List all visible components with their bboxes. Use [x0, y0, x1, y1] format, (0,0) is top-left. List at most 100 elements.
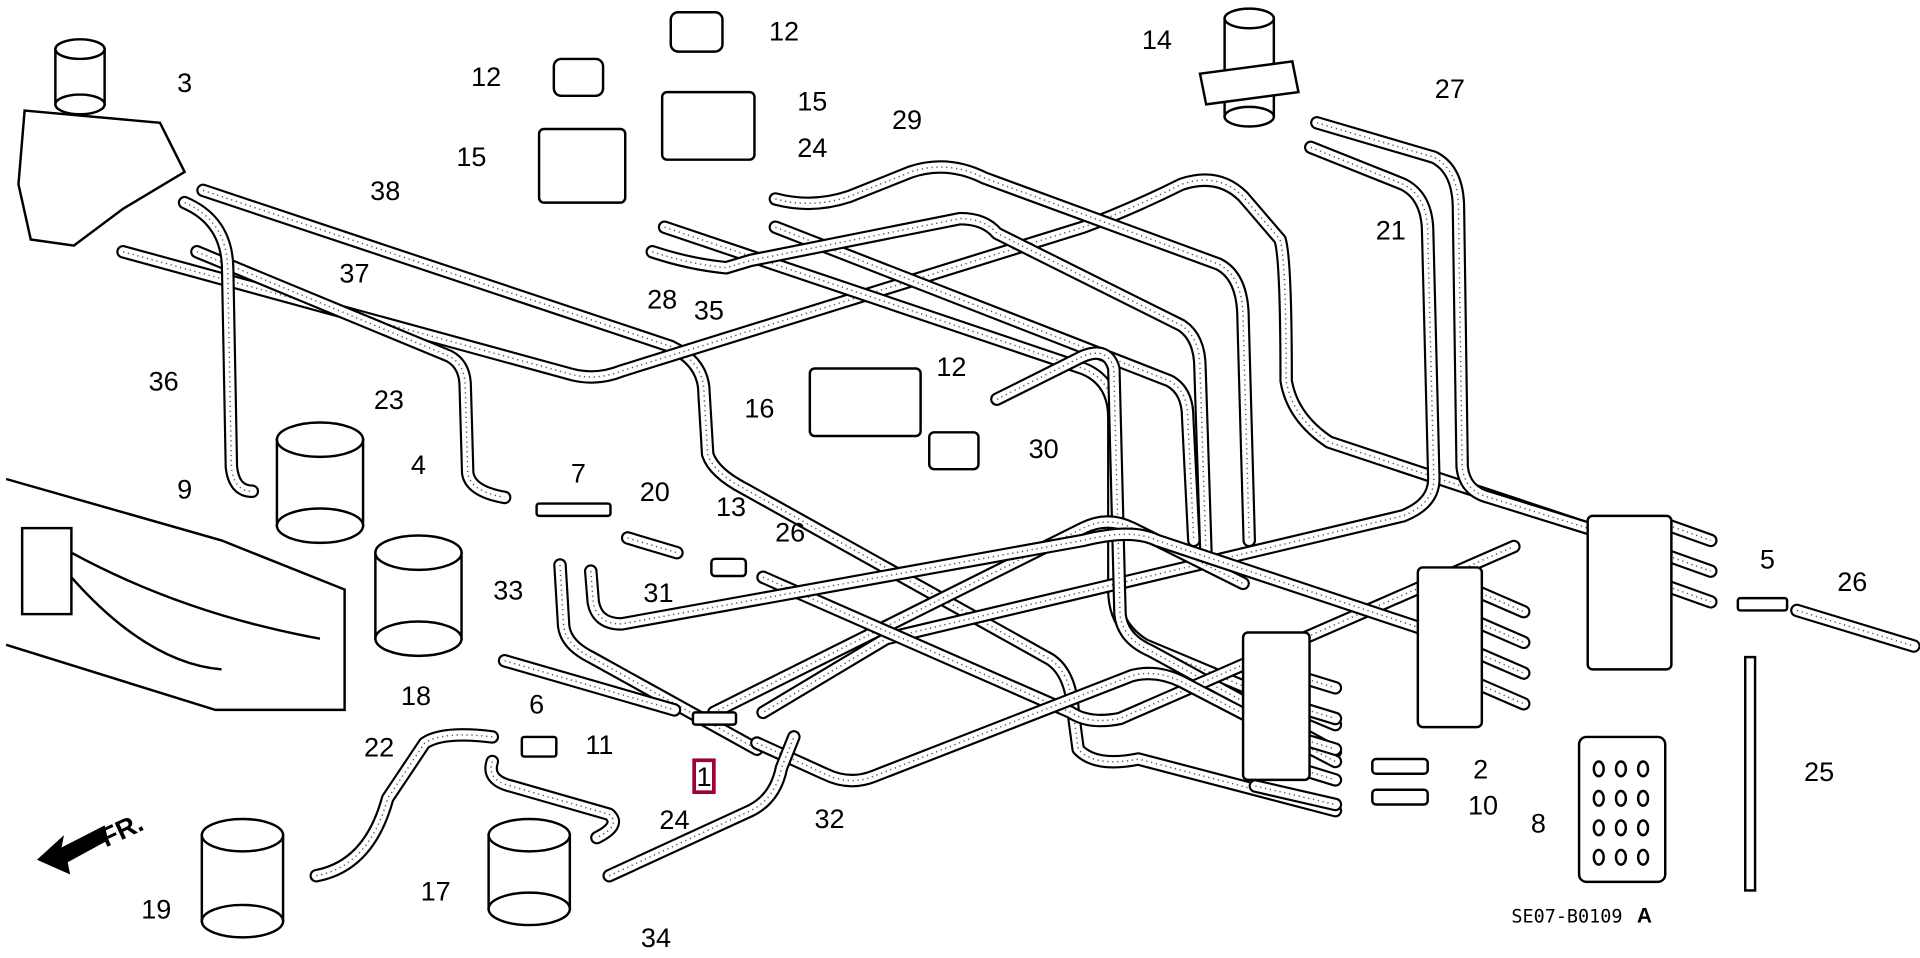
vacuum-hose [620, 531, 684, 560]
vacuum-hose [768, 220, 1201, 548]
callout-36[interactable]: 36 [149, 367, 179, 397]
callout-29[interactable]: 29 [892, 105, 922, 135]
holder-hole [1614, 760, 1628, 778]
callout-2[interactable]: 2 [1473, 755, 1488, 785]
callout-38[interactable]: 38 [370, 176, 400, 206]
callout-13[interactable]: 13 [716, 492, 746, 522]
solenoid-valve-15a [537, 127, 627, 204]
holder-hole [1636, 789, 1650, 807]
callout-26[interactable]: 26 [775, 518, 805, 548]
drawing-code: SE07-B0109 [1511, 906, 1622, 927]
air-filter-4 [275, 421, 365, 545]
callout-25[interactable]: 25 [1804, 757, 1834, 787]
callout-15[interactable]: 15 [797, 87, 827, 117]
callout-24[interactable]: 24 [659, 805, 689, 835]
callout-12[interactable]: 12 [769, 17, 799, 47]
callout-21[interactable]: 21 [1376, 216, 1406, 246]
vacuum-hose [177, 195, 260, 499]
callout-20[interactable]: 20 [640, 477, 670, 507]
callout-14[interactable]: 14 [1142, 25, 1172, 55]
vacuum-switch-17 [487, 817, 572, 927]
callout-5[interactable]: 5 [1760, 545, 1775, 575]
holder-hole [1614, 848, 1628, 866]
solenoid-14 [1223, 7, 1276, 128]
solenoid-valve-15b [660, 90, 756, 161]
vacuum-switch-19 [200, 817, 285, 939]
callout-8[interactable]: 8 [1531, 809, 1546, 839]
callout-1[interactable]: 1 [696, 762, 711, 792]
control-box-16 [808, 367, 922, 438]
callout-4[interactable]: 4 [411, 450, 426, 480]
vacuum-hose [602, 730, 801, 883]
callout-6[interactable]: 6 [529, 690, 544, 720]
vacuum-hose [309, 728, 500, 883]
check-valve-10 [1371, 788, 1429, 806]
callout-17[interactable]: 17 [421, 876, 451, 906]
callout-35[interactable]: 35 [694, 295, 724, 325]
wire-harness-9 [5, 477, 346, 712]
callout-18[interactable]: 18 [401, 681, 431, 711]
callout-23[interactable]: 23 [374, 385, 404, 415]
holder-hole [1636, 819, 1650, 837]
hose-holder-right [1586, 514, 1673, 671]
connector-6 [520, 735, 558, 758]
callout-26[interactable]: 26 [1837, 567, 1867, 597]
joint-1 [691, 711, 738, 726]
vacuum-hose [990, 346, 1343, 759]
connector-12 [928, 431, 980, 471]
callout-19[interactable]: 19 [141, 895, 171, 925]
vacuum-hose [1248, 779, 1343, 812]
callout-9[interactable]: 9 [177, 475, 192, 505]
filter-13 [710, 557, 748, 578]
vacuum-hose [584, 527, 1460, 646]
callout-12[interactable]: 12 [471, 62, 501, 92]
front-direction-arrow: FR. [36, 807, 148, 875]
actuator-top [54, 38, 106, 116]
vacuum-hose [553, 558, 764, 756]
callout-27[interactable]: 27 [1435, 74, 1465, 104]
direction-label: FR. [96, 807, 148, 853]
vacuum-hose [1310, 116, 1595, 535]
holder-hole [1592, 760, 1605, 778]
hoses-layer [116, 116, 1920, 892]
gasket-12b [669, 11, 724, 53]
callout-12[interactable]: 12 [936, 352, 966, 382]
check-valve-2 [1371, 757, 1429, 775]
holder-hole [1614, 789, 1628, 807]
callout-37[interactable]: 37 [339, 259, 369, 289]
callout-24[interactable]: 24 [797, 133, 827, 163]
vacuum-hose [190, 245, 512, 505]
vacuum-hose [196, 183, 1343, 818]
vacuum-hose [756, 140, 1441, 720]
callout-33[interactable]: 33 [493, 575, 523, 605]
callout-34[interactable]: 34 [641, 923, 671, 953]
callout-28[interactable]: 28 [647, 284, 677, 314]
callout-7[interactable]: 7 [571, 459, 586, 489]
vacuum-hose [756, 539, 1521, 728]
holder-hole [1592, 848, 1605, 866]
callout-32[interactable]: 32 [814, 804, 844, 834]
holder-hole [1592, 819, 1605, 837]
vacuum-actuator [17, 109, 187, 247]
vacuum-hose [484, 754, 621, 845]
callout-11[interactable]: 11 [585, 730, 613, 760]
drawing-revision: A [1637, 904, 1652, 927]
callout-31[interactable]: 31 [643, 578, 673, 608]
callout-10[interactable]: 10 [1468, 790, 1498, 820]
callout-15[interactable]: 15 [456, 142, 486, 172]
callout-3[interactable]: 3 [177, 68, 192, 98]
vacuum-switch-18 [374, 534, 463, 658]
vacuum-hose [768, 160, 1256, 548]
vacuum-hose [1790, 603, 1920, 653]
highlight-box [692, 758, 716, 795]
callout-22[interactable]: 22 [364, 733, 394, 763]
components-layer [5, 7, 1789, 939]
gasket-12a [552, 57, 605, 98]
vacuum-hose [645, 211, 1213, 566]
callout-30[interactable]: 30 [1029, 434, 1059, 464]
hose-holder-left [1241, 631, 1311, 782]
joint-5 [1736, 596, 1789, 612]
holder-hole [1592, 789, 1605, 807]
callout-16[interactable]: 16 [744, 394, 774, 424]
